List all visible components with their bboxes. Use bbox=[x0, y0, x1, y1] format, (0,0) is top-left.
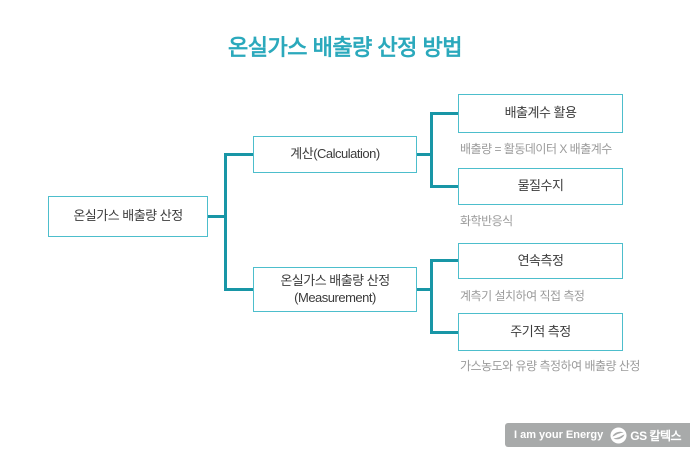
connector-line bbox=[417, 288, 433, 291]
connector-line bbox=[433, 112, 458, 115]
branch-measurement-label-line1: 온실가스 배출량 산정 bbox=[280, 273, 390, 289]
leaf-mass-balance-desc: 화학반응식 bbox=[460, 214, 513, 228]
leaf-continuous-measurement-desc: 계측기 설치하여 직접 측정 bbox=[460, 289, 585, 303]
connector-line bbox=[430, 112, 433, 188]
connector-line bbox=[224, 153, 227, 291]
connector-line bbox=[417, 153, 433, 156]
branch-calculation-label: 계산(Calculation) bbox=[290, 146, 380, 162]
gs-logo-icon bbox=[610, 427, 627, 443]
branch-measurement-label-line2: (Measurement) bbox=[294, 289, 376, 305]
footer-brand-bar: I am your Energy GS 칼텍스 bbox=[505, 423, 690, 447]
connector-line bbox=[430, 259, 433, 334]
footer-slogan: I am your Energy bbox=[513, 429, 604, 441]
leaf-continuous-measurement-box: 연속측정 bbox=[458, 243, 623, 279]
branch-measurement-box: 온실가스 배출량 산정 (Measurement) bbox=[253, 267, 417, 312]
connector-line bbox=[433, 259, 458, 262]
leaf-periodic-measurement-desc: 가스농도와 유량 측정하여 배출량 산정 bbox=[460, 359, 640, 373]
leaf-emission-factor-desc: 배출량 = 활동데이터 X 배출계수 bbox=[460, 142, 612, 156]
connector-line bbox=[227, 288, 253, 291]
leaf-emission-factor-box: 배출계수 활용 bbox=[458, 94, 623, 133]
root-node-box: 온실가스 배출량 산정 bbox=[48, 196, 208, 237]
leaf-periodic-measurement-box: 주기적 측정 bbox=[458, 313, 623, 351]
connector-line bbox=[227, 153, 253, 156]
branch-calculation-box: 계산(Calculation) bbox=[253, 136, 417, 173]
connector-line bbox=[433, 185, 458, 188]
root-node-label: 온실가스 배출량 산정 bbox=[73, 208, 183, 224]
leaf-mass-balance-box: 물질수지 bbox=[458, 168, 623, 205]
leaf-mass-balance-label: 물질수지 bbox=[517, 178, 564, 194]
footer-brand-name: GS 칼텍스 bbox=[630, 428, 682, 443]
connector-line bbox=[208, 215, 227, 218]
connector-line bbox=[433, 331, 458, 334]
page-title: 온실가스 배출량 산정 방법 bbox=[228, 35, 462, 60]
leaf-continuous-measurement-label: 연속측정 bbox=[517, 252, 564, 268]
gs-caltex-logo: GS 칼텍스 bbox=[610, 427, 682, 444]
leaf-periodic-measurement-label: 주기적 측정 bbox=[510, 323, 571, 339]
leaf-emission-factor-label: 배출계수 활용 bbox=[504, 105, 577, 121]
